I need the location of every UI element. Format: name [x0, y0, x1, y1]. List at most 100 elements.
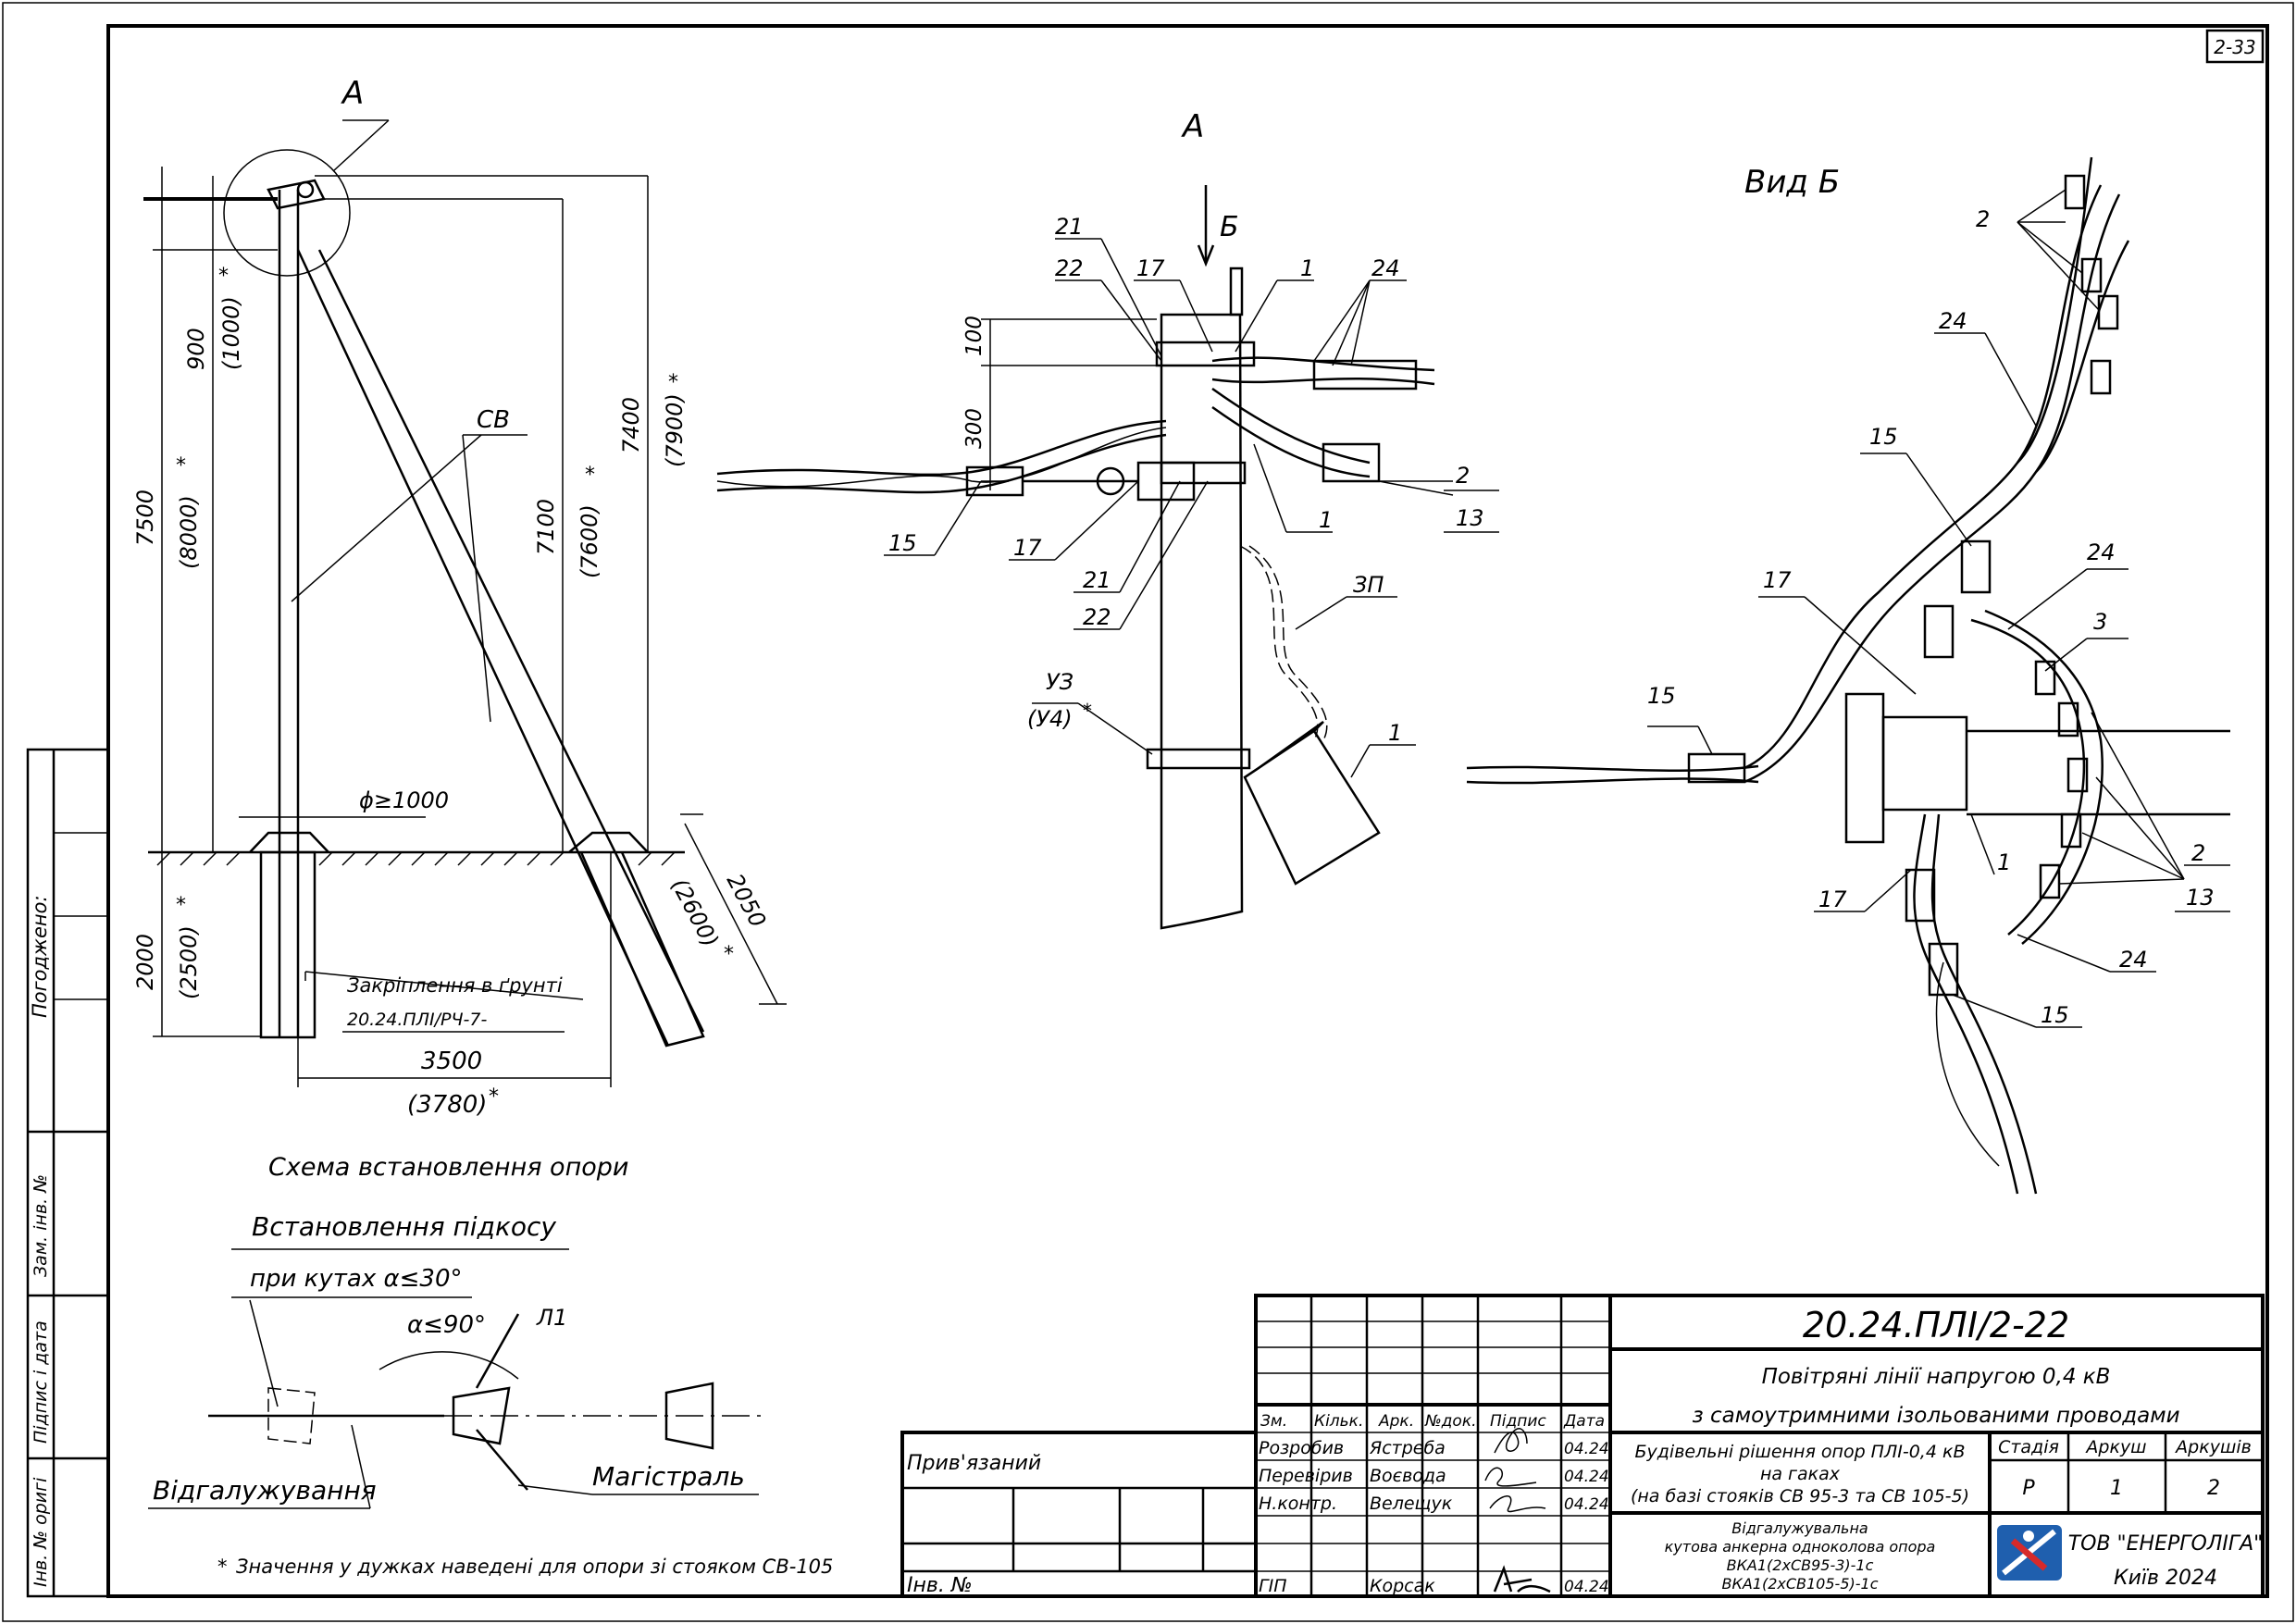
dim-7400: 7400: [618, 397, 644, 453]
sheets-header: Аркушів: [2174, 1437, 2252, 1457]
vb-label-1: 1: [1997, 849, 2011, 875]
label-21-top: 21: [1055, 214, 1084, 240]
ground-doc: 20.24.ПЛІ/РЧ-7-: [347, 1010, 487, 1030]
label-zp: ЗП: [1353, 572, 1384, 598]
dim-100: 100: [962, 316, 987, 356]
detail-a-title: А: [1181, 108, 1204, 145]
brace-title: Встановлення підкосу: [252, 1211, 556, 1242]
hdr-sheet: Арк.: [1378, 1412, 1414, 1431]
label-21-a: 21: [1083, 567, 1111, 593]
vb-label-3: 3: [2093, 609, 2107, 635]
label-l1: Л1: [536, 1305, 567, 1331]
vb-label-24-top: 24: [1939, 308, 1967, 334]
dim-3500: 3500: [421, 1048, 482, 1075]
role-1: Розробив: [1259, 1438, 1344, 1458]
side-stamp: Погоджено: Зам. інв. № Підпис і дата Інв…: [26, 748, 110, 1598]
label-sv: СВ: [477, 406, 510, 434]
dim-1000: (1000): [218, 296, 244, 370]
label-15-a: 15: [888, 530, 917, 556]
role-3: Н.контр.: [1259, 1494, 1337, 1514]
name-2: Воєвода: [1370, 1466, 1446, 1486]
svg-text:*: *: [489, 1085, 499, 1109]
dim-7500: 7500: [132, 490, 158, 546]
label-22-a: 22: [1083, 604, 1111, 630]
title-block: Прив'язаний Інв. № Зм. Кільк. Арк. №док.…: [900, 1294, 2265, 1598]
inv-label: Інв. №: [907, 1574, 973, 1597]
title-line1: Повітряні лінії напругою 0,4 кВ: [1762, 1365, 2111, 1389]
svg-text:*: *: [1083, 700, 1092, 722]
sheet-value: 1: [2110, 1477, 2123, 1500]
linked-label: Прив'язаний: [907, 1452, 1041, 1475]
stamp-agreed: Погоджено:: [29, 895, 51, 1018]
dim-3780: (3780): [407, 1091, 487, 1119]
vb-label-17-bottom: 17: [1818, 886, 1847, 912]
sheet-header: Аркуш: [2084, 1437, 2146, 1457]
view-b: Вид Б: [1466, 156, 2230, 1195]
hdr-change: Зм.: [1260, 1412, 1287, 1431]
vb-label-13-right: 13: [2186, 885, 2215, 911]
svg-text:*: *: [585, 464, 595, 487]
sheets-value: 2: [2207, 1477, 2220, 1500]
svg-text:*: *: [724, 943, 734, 966]
company-logo: [1997, 1525, 2062, 1581]
name-4: Корсак: [1370, 1576, 1435, 1596]
vb-label-2-top: 2: [1976, 206, 1990, 232]
date-4: 04.24: [1564, 1578, 1609, 1596]
stamp-orig-inv: Інв. № оригі: [31, 1477, 51, 1587]
dim-2050: 2050: [722, 870, 771, 932]
stage-value: Р: [2022, 1477, 2035, 1500]
vb-label-24-bottom: 24: [2119, 947, 2148, 973]
label-1-mid: 1: [1319, 507, 1333, 533]
hdr-signature: Підпис: [1490, 1412, 1546, 1431]
svg-text:*: *: [217, 1556, 228, 1578]
desc6: ВКА1(2хСВ95-3)-1с: [1727, 1556, 1874, 1574]
dim-7600: (7600): [577, 504, 602, 578]
desc7: ВКА1(2хСВ105-5)-1с: [1722, 1575, 1879, 1593]
dim-phi: ϕ≥1000: [359, 787, 449, 813]
label-13-a: 13: [1456, 505, 1484, 531]
label-main: Магістраль: [592, 1461, 745, 1492]
view-b-arrow: Б: [1220, 211, 1239, 243]
date-1: 04.24: [1564, 1440, 1609, 1458]
desc1: Будівельні рішення опор ПЛІ-0,4 кВ: [1635, 1442, 1966, 1462]
view-b-title: Вид Б: [1744, 164, 1840, 201]
stamp-replace-inv: Зам. інв. №: [31, 1174, 51, 1277]
callout-a: А: [341, 75, 364, 112]
desc5: кутова анкерна одноколова опора: [1665, 1538, 1936, 1556]
dim-2000: 2000: [132, 934, 158, 990]
date-3: 04.24: [1564, 1495, 1609, 1514]
svg-text:*: *: [218, 265, 229, 288]
ground-fix: Закріплення в ґрунті: [347, 974, 563, 997]
vb-label-2-right: 2: [2191, 840, 2205, 866]
label-1-top: 1: [1300, 255, 1314, 281]
role-2: Перевірив: [1259, 1466, 1353, 1486]
dim-900: 900: [183, 328, 209, 370]
signature-2: [1484, 1467, 1537, 1487]
label-1-box: 1: [1388, 720, 1402, 746]
desc4: Відгалужувальна: [1731, 1519, 1868, 1537]
hdr-date: Дата: [1563, 1412, 1605, 1431]
vb-label-24-mid: 24: [2087, 539, 2116, 565]
vb-label-15-left: 15: [1647, 683, 1676, 709]
brace-alpha: α≤90°: [407, 1311, 486, 1339]
label-uz: УЗ: [1046, 669, 1074, 695]
vb-label-15-bottom: 15: [2041, 1002, 2069, 1028]
vb-label-15-top: 15: [1869, 424, 1898, 450]
desc3: (на базі стояків СВ 95-3 та СВ 105-5): [1631, 1486, 1969, 1506]
label-17-top: 17: [1136, 255, 1165, 281]
label-24: 24: [1371, 255, 1400, 281]
company-name: ТОВ "ЕНЕРГОЛІГА": [2068, 1532, 2264, 1556]
signature-3: [1489, 1495, 1546, 1513]
brace-installation: Встановлення підкосу при кутах α≤30° α≤9…: [148, 1211, 833, 1578]
installation-scheme: А 900 (1000) 7500 (8000) 7100 (7600): [132, 75, 787, 1182]
stage-header: Стадія: [1998, 1437, 2059, 1457]
svg-text:*: *: [176, 454, 186, 477]
scheme-caption: Схема встановлення опори: [268, 1153, 628, 1182]
dim-300: 300: [962, 408, 987, 449]
hdr-doc: №док.: [1424, 1412, 1477, 1431]
footnote: Значення у дужках наведені для опори зі …: [236, 1556, 833, 1578]
signature-1: [1494, 1428, 1528, 1454]
label-branch: Відгалужування: [153, 1475, 377, 1506]
corner-code: 2-33: [2214, 36, 2255, 58]
